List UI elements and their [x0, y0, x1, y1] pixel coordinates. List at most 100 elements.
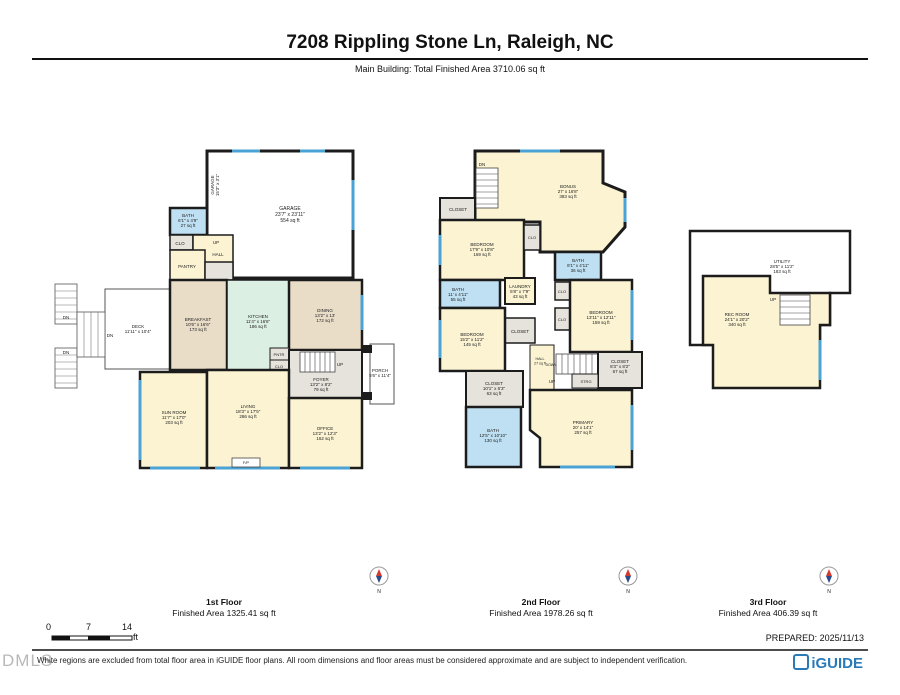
- scale-tick-14: 14: [122, 622, 133, 632]
- third-floor-stair: [779, 294, 811, 326]
- room-closet-2d: [465, 370, 524, 408]
- label-up-3: UP: [549, 379, 555, 384]
- label-bonus: BONUS: [560, 184, 576, 189]
- label-hall-1: HALL: [212, 252, 224, 257]
- room-bedroom-3: [438, 306, 507, 373]
- label-down: DOWN: [546, 363, 557, 367]
- deck-stair-bot: [54, 347, 78, 389]
- room-primary: [528, 388, 634, 469]
- room-bedroom-2: [568, 278, 634, 354]
- deck-stair-top: [54, 283, 78, 325]
- room-clo-1b: [204, 261, 234, 281]
- label-pantry: PANTRY: [178, 264, 196, 269]
- room-bath-3: [438, 278, 502, 310]
- label-closet-2c: CLOSET: [611, 359, 629, 364]
- label-dn-3: DN: [107, 333, 114, 338]
- footer-disclaimer: White regions are excluded from total fl…: [37, 656, 688, 665]
- room-rec-room: [701, 274, 832, 390]
- room-closet-2c: [597, 351, 643, 389]
- label-clo-3: CLO: [528, 235, 536, 240]
- label-garage-2: GARAGE: [210, 175, 215, 194]
- label-dn-2: DN: [63, 350, 70, 355]
- label-hall-2: HALL: [536, 357, 545, 361]
- compass-icon-1: N: [369, 566, 389, 595]
- room-clo-3: [523, 224, 541, 251]
- foyer-stair: [299, 351, 336, 373]
- label-clo-4: CLO: [558, 289, 566, 294]
- room-breakfast: [168, 278, 229, 372]
- scale-tick-7: 7: [86, 622, 92, 632]
- room-sun-room: [138, 370, 209, 470]
- label-bath-4: BATH: [487, 428, 499, 433]
- prepared-date: PREPARED: 2025/11/13: [765, 633, 864, 643]
- label-clo-5: CLO: [558, 317, 566, 322]
- label-clo-1: CLO: [175, 241, 185, 246]
- label-pntr: PNTR: [274, 352, 285, 357]
- label-up-1: UP: [213, 240, 219, 245]
- label-office: OFFICE: [317, 426, 334, 431]
- label-garage: GARAGE: [279, 206, 301, 212]
- iguide-logo: iGUIDE: [793, 654, 863, 672]
- label-laundry: LAUNDRY: [509, 284, 530, 289]
- page-subtitle: Main Building: Total Finished Area 3710.…: [355, 64, 545, 74]
- room-laundry: [504, 277, 536, 305]
- label-breakfast: BREAKFAST: [185, 317, 212, 322]
- label-closet-2b: CLOSET: [511, 329, 529, 334]
- scale-bar: [51, 635, 133, 641]
- label-fp: F/P: [243, 460, 250, 465]
- label-up-4: UP: [770, 297, 776, 302]
- label-closet-2a: CLOSET: [449, 207, 467, 212]
- label-bath-2: BATH: [572, 258, 584, 263]
- fireplace: [231, 457, 261, 468]
- svg-text:N: N: [626, 589, 630, 595]
- room-living: [205, 368, 291, 470]
- room-bath-2: [553, 250, 603, 282]
- label-utility: UTILITY: [774, 259, 791, 264]
- watermark: DMLS: [2, 651, 54, 670]
- label-rec-room: REC ROOM: [725, 312, 750, 317]
- compass-icon-2: N: [618, 566, 638, 595]
- label-up-2: UP: [337, 362, 343, 367]
- label-porch: PORCH: [372, 368, 388, 373]
- label-bedroom-2: BEDROOM: [589, 310, 613, 315]
- label-dining: DINING: [317, 308, 333, 313]
- label-deck: DECK: [132, 324, 145, 329]
- label-sun-room: SUN ROOM: [162, 410, 187, 415]
- room-strg: [571, 373, 599, 389]
- scale-unit: ft: [133, 632, 139, 642]
- label-closet-2d: CLOSET: [485, 381, 503, 386]
- label-dn-1: DN: [63, 315, 70, 320]
- label-clo-2: CLO: [275, 364, 283, 369]
- label-foyer: FOYER: [313, 377, 329, 382]
- label-bath-3: BATH: [452, 287, 464, 292]
- svg-text:N: N: [827, 589, 831, 595]
- scale-tick-0: 0: [46, 622, 52, 632]
- label-strg: STRG: [580, 379, 591, 384]
- iguide-logo-icon: [793, 654, 810, 670]
- compass-icon-3: N: [819, 566, 839, 595]
- label-primary: PRIMARY: [573, 420, 593, 425]
- label-bedroom-3: BEDROOM: [460, 332, 484, 337]
